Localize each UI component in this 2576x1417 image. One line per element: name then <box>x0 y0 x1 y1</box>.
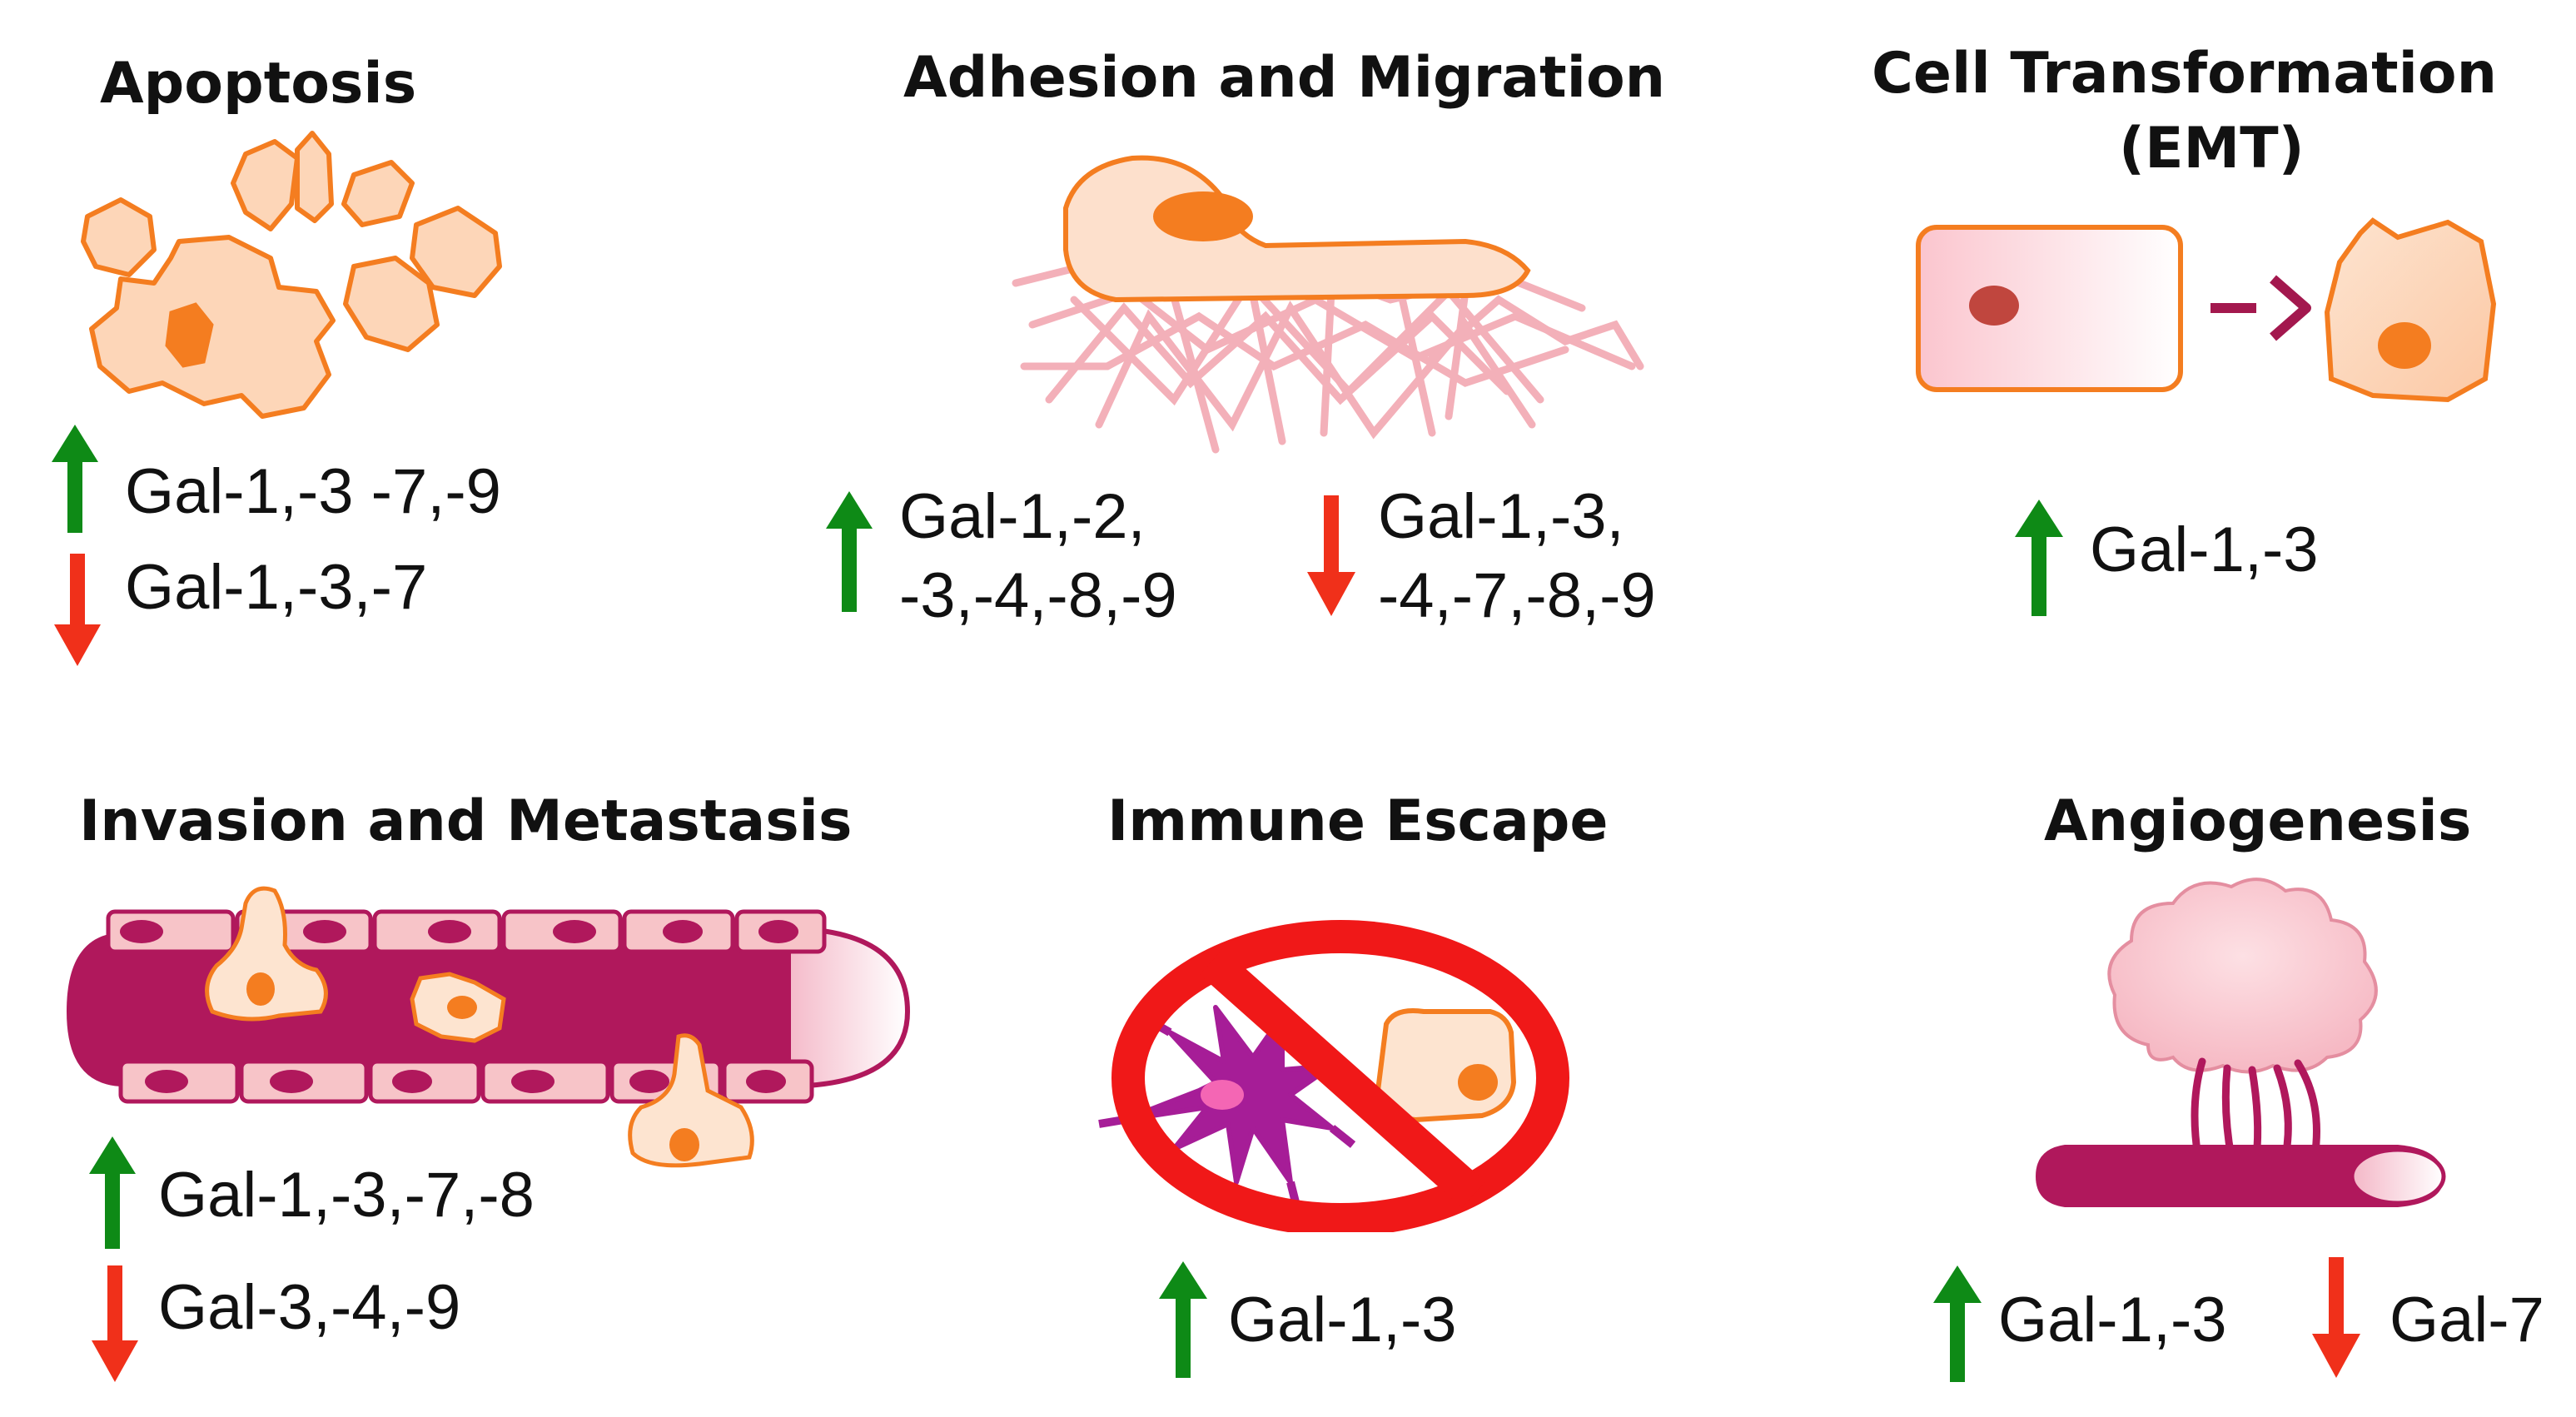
adhesion-migration-title: Adhesion and Migration <box>903 45 1666 111</box>
blood-vessel-invasion-illustration <box>67 886 911 1168</box>
arrow-down-icon <box>2312 1257 2360 1378</box>
arrow-up-icon <box>52 425 98 533</box>
emt-up-galectins: Gal-1,-3 <box>2090 515 2319 585</box>
invasion-down-galectins: Gal-3,-4,-9 <box>158 1272 461 1343</box>
migrating-cell-on-matrix-illustration <box>1012 155 1644 454</box>
arrow-up-icon <box>826 491 873 612</box>
epithelial-to-mesenchymal-illustration <box>1916 217 2497 403</box>
apoptosis-up-galectins: Gal-1,-3 -7,-9 <box>125 456 501 527</box>
invasion-metastasis-title: Invasion and Metastasis <box>79 788 853 854</box>
immune-escape-title: Immune Escape <box>1107 788 1609 854</box>
adhesion-down-galectins-line2: -4,-7,-8,-9 <box>1378 560 1656 631</box>
apoptosis-title: Apoptosis <box>100 51 417 117</box>
adhesion-down-galectins-line1: Gal-1,-3, <box>1378 481 1624 552</box>
angiogenesis-up-galectins: Gal-1,-3 <box>1998 1285 2227 1355</box>
angiogenesis-sprouting-vessel-illustration <box>2036 878 2446 1207</box>
emt-title-line1: Cell Transformation <box>1872 41 2498 107</box>
arrow-up-icon <box>2015 500 2063 616</box>
arrow-up-icon <box>1159 1261 1207 1378</box>
arrow-up-icon <box>89 1136 136 1249</box>
arrow-down-icon <box>92 1265 138 1382</box>
invasion-up-galectins: Gal-1,-3,-7,-8 <box>158 1160 535 1231</box>
angiogenesis-down-galectins: Gal-7 <box>2390 1285 2544 1355</box>
immune-up-galectins: Gal-1,-3 <box>1228 1285 1457 1355</box>
arrow-up-icon <box>1933 1265 1982 1382</box>
adhesion-up-galectins-line1: Gal-1,-2, <box>899 481 1146 552</box>
angiogenesis-title: Angiogenesis <box>2044 788 2472 854</box>
arrow-down-icon <box>54 554 101 666</box>
emt-title-line2: (EMT) <box>2119 116 2305 181</box>
apoptotic-cell-fragments-illustration <box>81 131 502 419</box>
arrow-down-icon <box>1307 495 1355 616</box>
immune-escape-prohibition-illustration <box>1098 920 1569 1232</box>
adhesion-up-galectins-line2: -3,-4,-8,-9 <box>899 560 1177 631</box>
apoptosis-down-galectins: Gal-1,-3,-7 <box>125 552 428 623</box>
